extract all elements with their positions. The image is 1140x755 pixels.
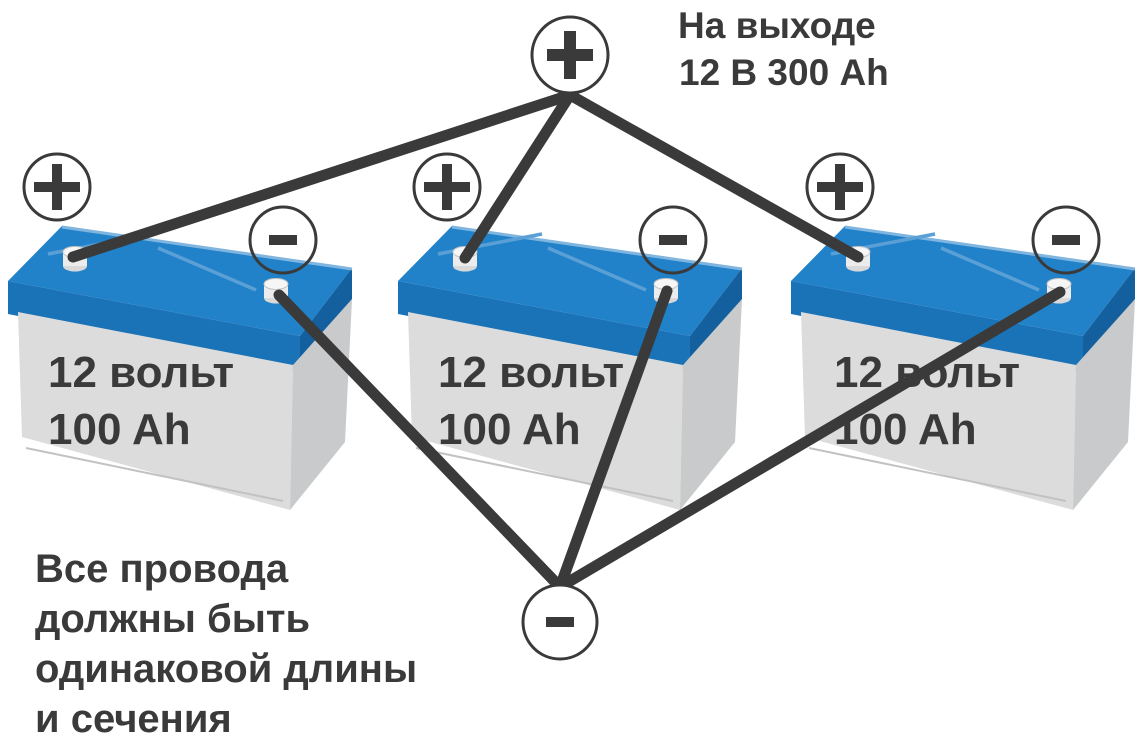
wire-note-line-3: одинаковой длины <box>35 647 417 691</box>
wire-note-line-1: Все провода <box>35 547 289 591</box>
battery-3 <box>789 152 1137 512</box>
wire-note-line-2: должны быть <box>35 597 310 641</box>
output-negative-terminal <box>521 583 599 661</box>
battery-1-voltage-label: 12 вольт <box>48 348 234 397</box>
battery-2-capacity-label: 100 Ah <box>438 405 581 454</box>
wire-note-line-4: и сечения <box>35 697 232 741</box>
positive-wire-1 <box>67 89 576 263</box>
output-positive-terminal <box>530 15 610 95</box>
positive-wire-3 <box>564 89 864 263</box>
wires <box>67 89 1066 593</box>
negative-wire-1 <box>273 289 566 593</box>
minus-icon <box>546 617 574 627</box>
positive-wire-2 <box>459 89 576 264</box>
battery-2 <box>396 152 744 512</box>
output-label-line-1: На выходе <box>678 5 876 46</box>
wire-note: Все провода должны быть одинаковой длины… <box>35 547 417 741</box>
negative-wire-3 <box>554 286 1066 593</box>
plus-icon <box>564 31 576 79</box>
battery-2-voltage-label: 12 вольт <box>438 348 624 397</box>
output-label-line-2: 12 В 300 Ah <box>679 52 889 93</box>
battery-1-capacity-label: 100 Ah <box>48 405 191 454</box>
negative-wire-2 <box>554 285 673 593</box>
battery-1 <box>6 152 354 512</box>
